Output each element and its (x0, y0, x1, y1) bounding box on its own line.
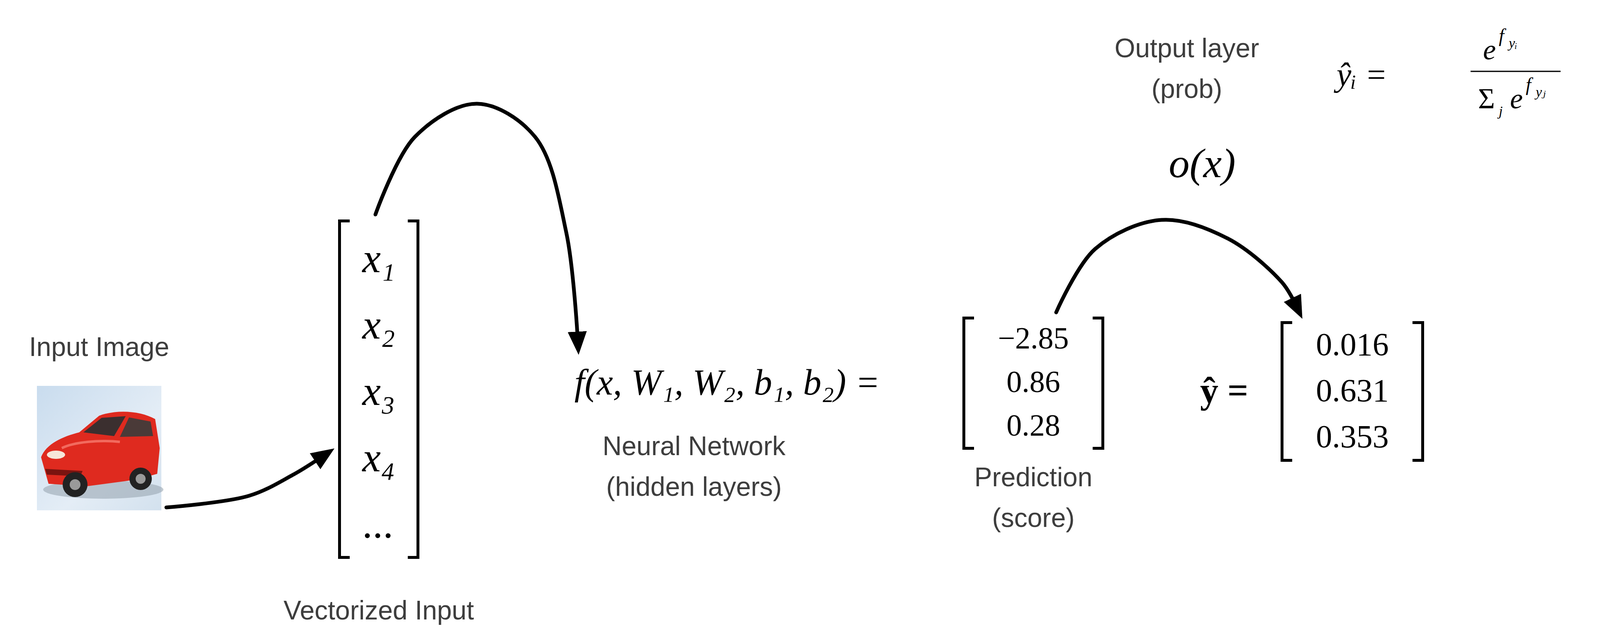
probability-vector: 0.0160.6310.353 (1280, 321, 1425, 462)
softmax-sum-index: j (1498, 102, 1503, 120)
image-caption: Input Image (0, 326, 208, 368)
car-body (41, 411, 160, 487)
probability-value: 0.353 (1315, 413, 1389, 460)
softmax-exp-base: e (1509, 81, 1523, 117)
softmax-sum: Σ (1478, 81, 1496, 117)
softmax-lhs: ŷᵢ = (1336, 54, 1388, 95)
bracket-stroke (407, 221, 419, 558)
network-function-box: f(x, W₁, W₂, b₁, b₂) =Neural Network (hi… (571, 357, 884, 408)
flow-arrow (1056, 219, 1295, 313)
input-vector: x₁x₂x₃x₄...Vectorized Input (338, 219, 420, 559)
car-picture (36, 385, 164, 511)
input-image: Input Image (36, 385, 162, 511)
car-wheel (62, 472, 88, 497)
softmax-exponent: f (1525, 73, 1532, 96)
vector-entry: x₁ (362, 225, 395, 292)
flow-arrow (375, 103, 578, 337)
softmax-exponent-index: yᵢ (1508, 34, 1518, 52)
car-headlight (46, 450, 66, 459)
softmax-exp-base: e (1483, 32, 1496, 68)
score-vector: −2.850.860.28Prediction (score) (962, 316, 1105, 450)
output-layer-caption: Output layer (prob) (1087, 27, 1287, 110)
softmax-exponent-index: yⱼ (1535, 83, 1546, 101)
car-hub (69, 479, 81, 490)
fraction-bar (1470, 70, 1561, 73)
bracket-stroke (339, 221, 351, 558)
output-function: o(x) (1168, 138, 1236, 189)
score-value: 0.28 (1006, 403, 1061, 448)
bracket-stroke (1092, 318, 1104, 449)
vector-entry: ... (363, 490, 395, 558)
score-value: 0.86 (1006, 360, 1061, 404)
car-side-window (119, 417, 154, 437)
vector-entry: x₃ (362, 357, 395, 425)
softmax-exponent: f (1498, 24, 1505, 47)
flow-arrow (166, 458, 320, 508)
probability-value: 0.016 (1315, 321, 1389, 368)
score-caption: Prediction (score) (946, 456, 1121, 539)
car-wheel (129, 467, 152, 490)
network-function: f(x, W₁, W₂, b₁, b₂) = (574, 360, 880, 405)
probability-value: 0.631 (1315, 367, 1389, 414)
bracket-stroke (964, 318, 975, 449)
output-symbol: ŷ = (1200, 368, 1249, 413)
car-hub (135, 473, 146, 484)
vector-entry: x₄ (362, 424, 395, 491)
car-highlight (61, 440, 120, 449)
vector-entry: x₂ (362, 291, 395, 358)
network-caption: Neural Network (hidden layers) (577, 425, 811, 507)
bracket-stroke (1282, 322, 1293, 461)
score-value: −2.85 (997, 316, 1069, 361)
car-windshield (83, 416, 126, 436)
vector-caption: Vectorized Input (250, 593, 508, 627)
bracket-stroke (1412, 322, 1423, 461)
